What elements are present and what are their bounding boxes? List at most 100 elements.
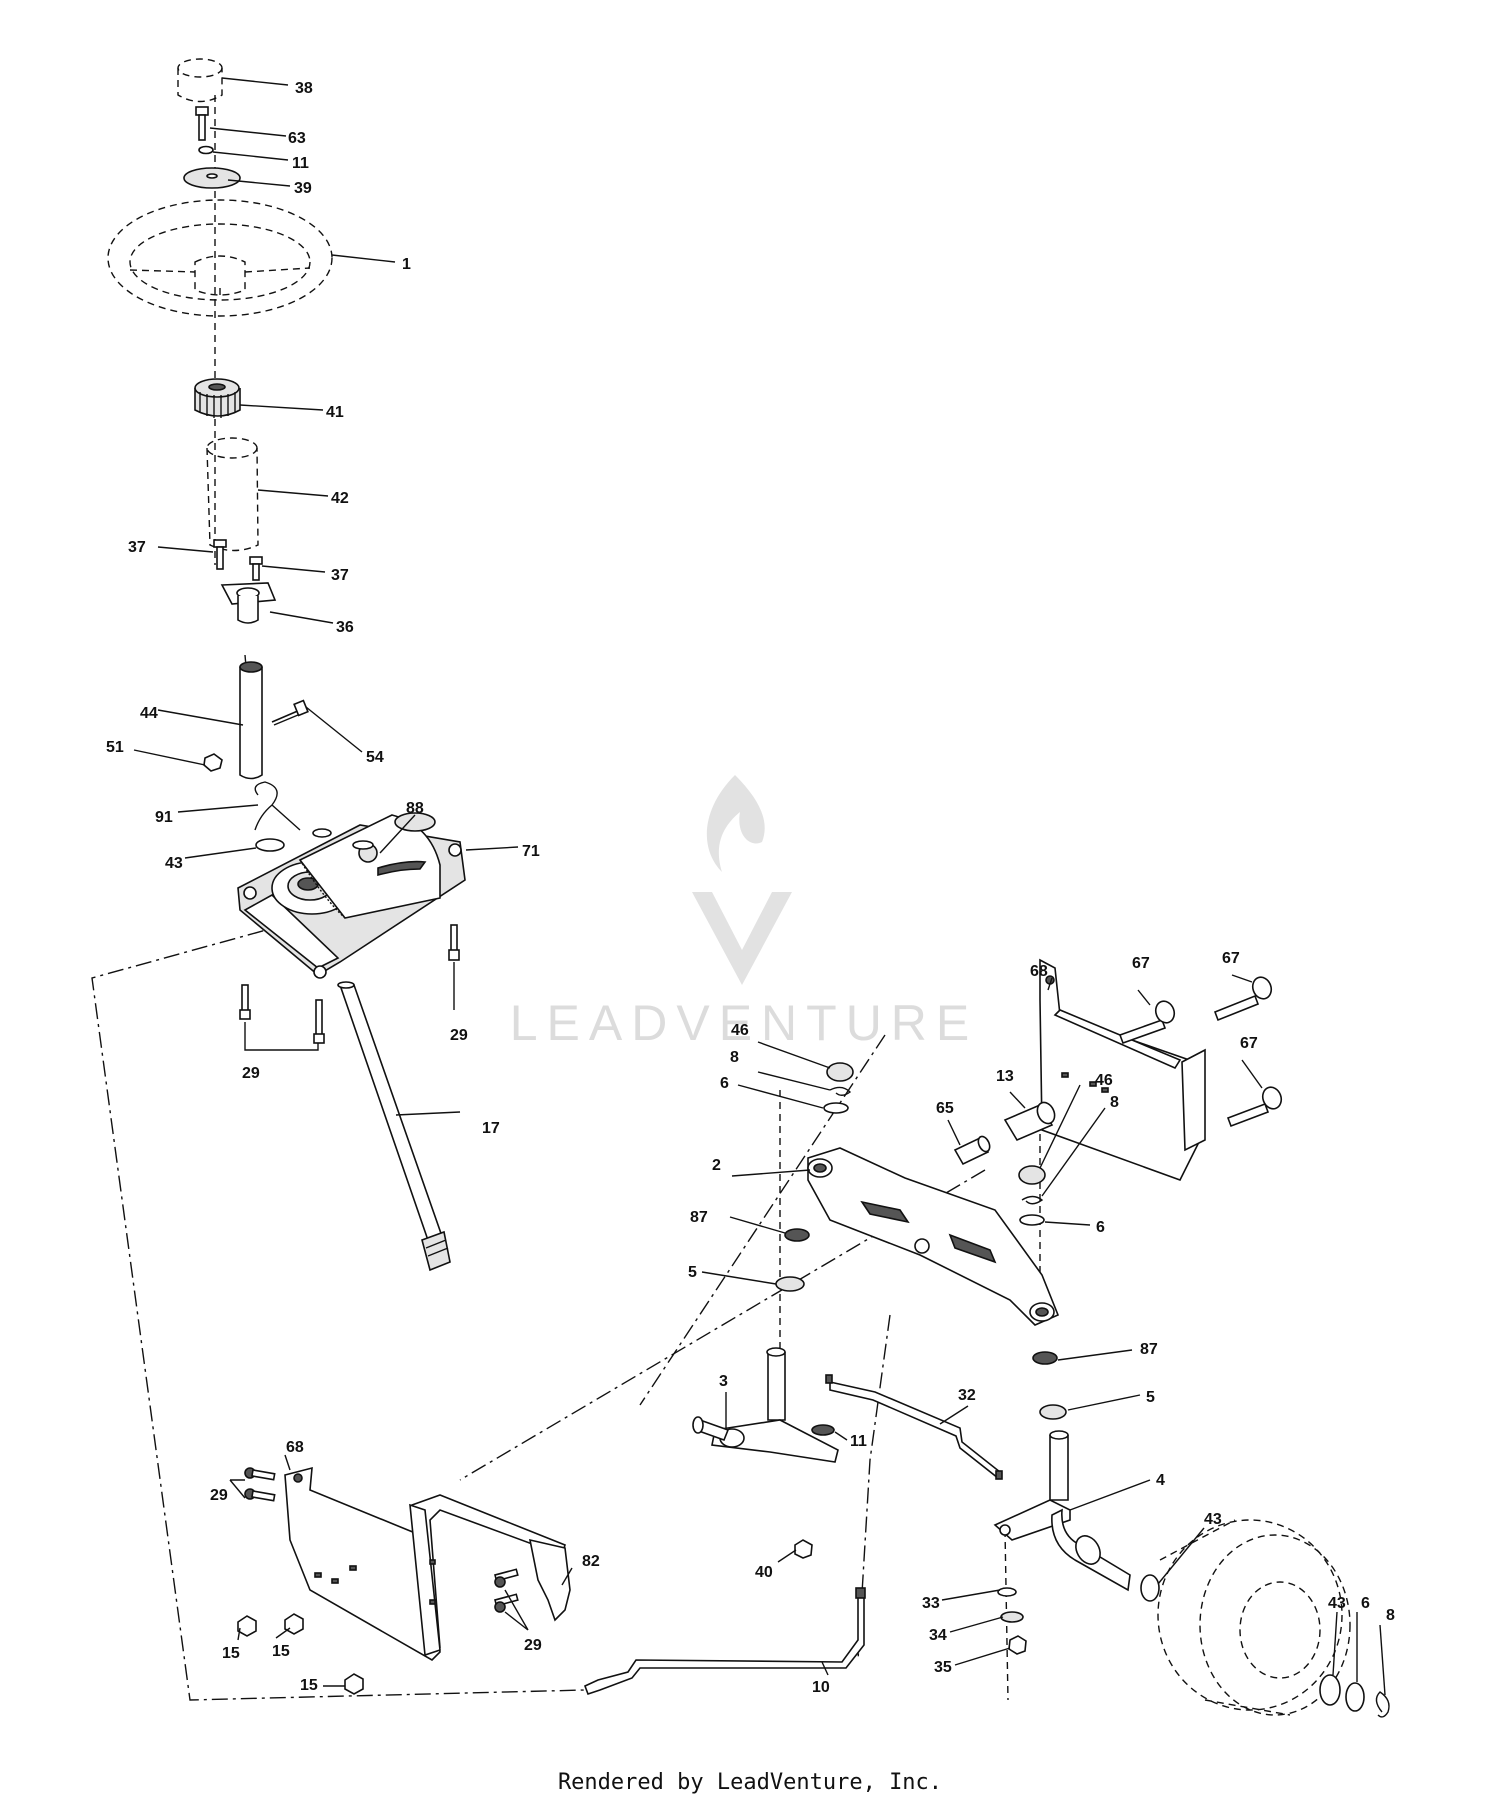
spindle-washer-lock — [1000, 1611, 1024, 1623]
callout-32: 32 — [958, 1387, 976, 1404]
watermark: LEADVENTURE — [510, 775, 979, 1051]
frame-bracket-right — [1039, 958, 1206, 1181]
callout-68: 68 — [1030, 963, 1048, 980]
bracket-bolt-c — [1226, 1086, 1283, 1128]
housing-bolt-center — [313, 999, 325, 1044]
callout-37: 37 — [128, 539, 146, 556]
callout-71: 71 — [522, 843, 540, 860]
washer-right-top — [1019, 1214, 1045, 1226]
callout-41: 41 — [326, 404, 344, 421]
callout-35: 35 — [934, 1659, 952, 1676]
callout-29: 29 — [242, 1065, 260, 1082]
callout-91: 91 — [155, 809, 173, 826]
axle-cap-left — [826, 1062, 854, 1082]
callout-6: 6 — [720, 1075, 729, 1092]
lock-washer — [198, 145, 214, 155]
housing-bolt-right — [448, 924, 460, 961]
callout-43: 43 — [1204, 1511, 1222, 1528]
callout-17: 17 — [482, 1120, 500, 1137]
callout-15: 15 — [222, 1645, 240, 1662]
callout-8: 8 — [1386, 1607, 1395, 1624]
bracket-bolt-a — [1118, 1000, 1176, 1045]
leader-lines — [133, 77, 1386, 1696]
callout-11: 11 — [850, 1433, 867, 1450]
callout-29: 29 — [210, 1487, 228, 1504]
bracket-bolt-side-b — [494, 1593, 519, 1613]
bracket-nut-c — [344, 1673, 364, 1695]
axle-cap-right — [1018, 1165, 1046, 1185]
callout-82: 82 — [582, 1553, 600, 1570]
clip-right — [1021, 1195, 1044, 1205]
callout-43: 43 — [165, 855, 183, 872]
callout-5: 5 — [1146, 1389, 1155, 1406]
wheel-washer-outer — [1319, 1674, 1341, 1706]
callout-63: 63 — [288, 130, 306, 147]
callout-40: 40 — [755, 1564, 773, 1581]
callout-67: 67 — [1240, 1035, 1258, 1052]
bracket-bolt-side-a — [494, 1568, 519, 1588]
wheel-retaining-clip — [1375, 1691, 1390, 1718]
callout-88: 88 — [406, 800, 424, 817]
shaft-bolt — [271, 699, 309, 726]
steering-wheel-cap — [177, 58, 223, 103]
callout-36: 36 — [336, 619, 354, 636]
shaft-washer — [255, 838, 285, 852]
axle-spacer — [1003, 1101, 1056, 1142]
callout-67: 67 — [1132, 955, 1150, 972]
wheel-washer — [183, 167, 241, 189]
callout-6: 6 — [1096, 1219, 1105, 1236]
hairpin-clip — [254, 781, 301, 831]
spindle-washer-small — [997, 1587, 1017, 1597]
steering-bushing-flange — [220, 582, 277, 624]
callout-29: 29 — [524, 1637, 542, 1654]
bracket-bolt-top — [244, 1467, 276, 1481]
callout-4: 4 — [1156, 1472, 1165, 1489]
bracket-nut-a — [237, 1615, 257, 1637]
callout-1: 1 — [402, 256, 411, 273]
drag-link — [337, 981, 451, 1272]
callout-29: 29 — [450, 1027, 468, 1044]
spindle-left — [692, 1347, 839, 1463]
axle-spacer-washer-right — [1032, 1351, 1058, 1365]
callout-87: 87 — [690, 1209, 708, 1226]
callout-33: 33 — [922, 1595, 940, 1612]
callout-8: 8 — [1110, 1094, 1119, 1111]
callout-2: 2 — [712, 1157, 721, 1174]
steering-shaft — [239, 661, 263, 780]
watermark-text: LEADVENTURE — [510, 995, 979, 1051]
callout-54: 54 — [366, 749, 384, 766]
spindle-nut-right — [1008, 1635, 1027, 1655]
wheel-washer-inner — [1140, 1574, 1160, 1602]
callout-67: 67 — [1222, 950, 1240, 967]
steering-wheel — [107, 199, 333, 317]
axle-spacer-washer-left — [784, 1228, 810, 1242]
callout-87: 87 — [1140, 1341, 1158, 1358]
column-bolt-left — [213, 539, 227, 570]
callout-46: 46 — [1095, 1072, 1113, 1089]
callout-3: 3 — [719, 1373, 728, 1390]
callout-5: 5 — [688, 1264, 697, 1281]
spindle-nut-left — [794, 1539, 813, 1559]
washer-left-top — [823, 1102, 849, 1114]
footer-credit: Rendered by LeadVenture, Inc. — [557, 1770, 943, 1795]
axle-bushing — [953, 1135, 991, 1166]
clip-left — [829, 1086, 852, 1096]
callout-43: 43 — [1328, 1595, 1346, 1612]
frame-bracket-left — [284, 1466, 571, 1661]
callout-10: 10 — [812, 1679, 830, 1696]
callout-15: 15 — [272, 1643, 290, 1660]
column-bolt-right — [249, 556, 263, 581]
callout-13: 13 — [996, 1068, 1014, 1085]
bracket-bolt-b — [1213, 976, 1273, 1022]
axle-washer-left — [775, 1276, 805, 1292]
spindle-washer-left — [811, 1424, 835, 1436]
callout-labels: 38 63 11 39 1 41 42 37 37 36 44 54 51 91… — [106, 80, 1395, 1696]
steering-adapter — [194, 378, 241, 418]
callout-65: 65 — [936, 1100, 954, 1117]
callout-68: 68 — [286, 1439, 304, 1456]
callout-42: 42 — [331, 490, 349, 507]
housing-bolt-left — [239, 984, 251, 1020]
front-axle — [807, 1147, 1060, 1326]
callout-44: 44 — [140, 705, 158, 722]
